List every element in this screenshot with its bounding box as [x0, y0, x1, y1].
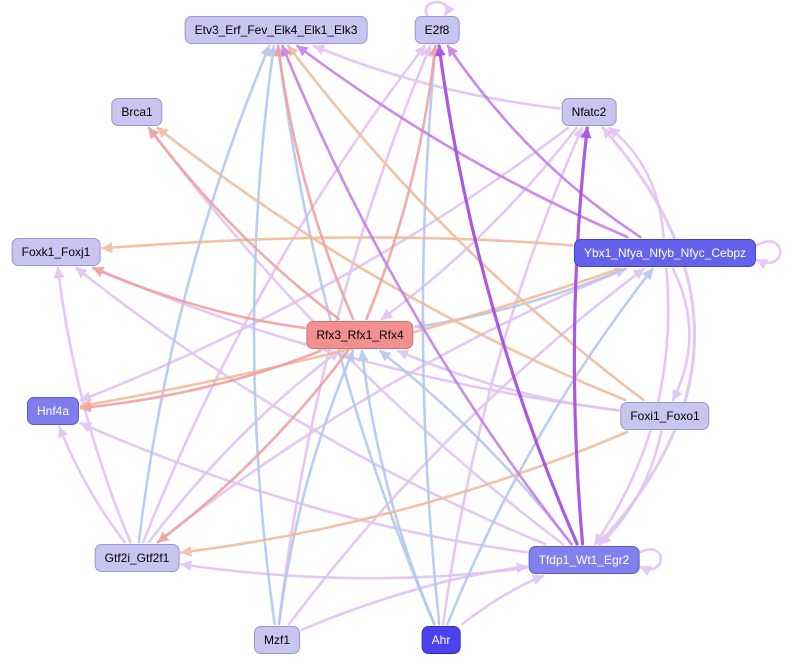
edge-ybx1-e2f8 [446, 44, 642, 239]
node-ahr[interactable]: Ahr [421, 626, 461, 654]
edge-tfdp1-nfatc2 [597, 126, 696, 546]
edge-foxi1-brca1 [156, 126, 627, 402]
edge-ahr-e2f8 [421, 44, 441, 626]
node-hnf4a[interactable]: Hnf4a [26, 397, 80, 425]
edge-rfx3-gtf2i [156, 349, 350, 544]
node-ybx1[interactable]: Ybx1_Nfya_Nfyb_Nfyc_Cebpz [573, 239, 757, 267]
node-tfdp1[interactable]: Tfdp1_Wt1_Egr2 [528, 546, 640, 574]
edge-nfatc2-etv3 [313, 44, 561, 110]
edge-gtf2i-e2f8 [142, 44, 426, 544]
edge-ybx1-ybx1 [755, 240, 782, 270]
edge-mzf1-etv3 [252, 44, 278, 626]
edge-gtf2i-ybx1 [156, 267, 627, 544]
edge-ybx1-foxi1 [671, 267, 691, 402]
edge-rfx3-etv3 [273, 44, 355, 321]
edge-gtf2i-hnf4a [57, 425, 126, 544]
node-foxk1[interactable]: Foxk1_Foxj1 [11, 238, 101, 266]
node-foxi1[interactable]: Foxi1_Foxo1 [620, 402, 710, 430]
edge-tfdp1-foxk1 [75, 266, 547, 546]
edge-tfdp1-etv3 [281, 44, 573, 546]
edge-rfx3-hnf4a [79, 349, 322, 413]
edge-ybx1-foxk1 [101, 236, 574, 254]
node-nfatc2[interactable]: Nfatc2 [561, 98, 617, 126]
edge-rfx3-brca1 [147, 126, 341, 321]
edge-mzf1-tfdp1 [300, 562, 528, 631]
edge-tfdp1-e2f8 [434, 44, 579, 546]
node-e2f8[interactable]: E2f8 [414, 16, 460, 44]
edge-mzf1-rfx3 [277, 349, 355, 626]
edge-tfdp1-nfatc2 [572, 126, 592, 546]
edge-foxi1-tfdp1 [599, 430, 663, 546]
edge-ahr-tfdp1 [460, 574, 545, 626]
edge-e2f8-e2f8 [424, 1, 455, 17]
edge-foxi1-rfx3 [396, 349, 620, 412]
edge-tfdp1-rfx3 [379, 349, 573, 546]
edge-ybx1-etv3 [296, 44, 629, 239]
node-brca1[interactable]: Brca1 [111, 98, 163, 126]
edge-tfdp1-hnf4a [79, 422, 528, 554]
edge-rfx3-e2f8 [365, 44, 440, 321]
node-mzf1[interactable]: Mzf1 [253, 626, 301, 654]
edge-gtf2i-rfx3 [147, 349, 341, 544]
node-rfx3[interactable]: Rfx3_Rfx1_Rfx4 [306, 321, 414, 349]
edge-tfdp1-gtf2i [180, 560, 528, 580]
edge-rfx3-foxk1 [92, 266, 306, 330]
node-etv3[interactable]: Etv3_Erf_Fev_Elk4_Elk1_Elk3 [184, 16, 368, 44]
edge-ahr-rfx3 [357, 349, 436, 626]
edge-foxi1-gtf2i [180, 430, 629, 557]
edge-nfatc2-hnf4a [79, 126, 570, 402]
edge-nfatc2-rfx3 [380, 126, 578, 321]
node-gtf2i[interactable]: Gtf2i_Gtf2f1 [94, 544, 180, 572]
edge-ybx1-nfatc2 [608, 126, 665, 239]
edge-ybx1-rfx3 [414, 267, 627, 332]
edge-tfdp1-tfdp1 [639, 548, 663, 576]
